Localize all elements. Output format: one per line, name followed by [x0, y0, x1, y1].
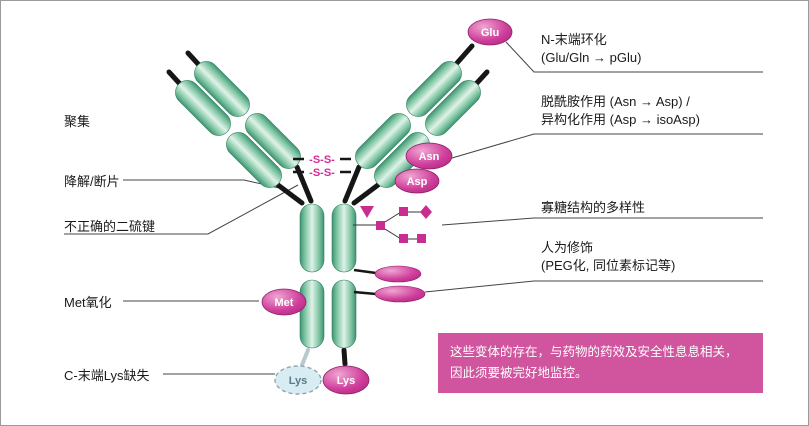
domain-capsule [331, 279, 357, 349]
note-box: 这些变体的存在，与药物的药效及安全性息息相关， 因此须要被完好地监控。 [438, 333, 763, 393]
note-box-line2: 因此须要被完好地监控。 [450, 366, 588, 380]
antibody-domains [175, 61, 481, 349]
domain-capsule [175, 80, 231, 136]
domain-capsule [194, 61, 250, 117]
met-badge [261, 288, 307, 316]
lys-badge [322, 365, 370, 395]
label-cterm-lys-loss: C-末端Lys缺失 [64, 368, 150, 383]
domain-capsule [226, 132, 282, 188]
label-deamidation-line2: 异构化作用 (Asp → isoAsp) [541, 112, 700, 127]
disulfide-stubs [293, 157, 351, 174]
hinge-and-tip-strokes [166, 43, 490, 367]
lost-lys-badge [274, 365, 322, 395]
domain-capsule [331, 203, 357, 273]
glu-badge-label: Glu [481, 27, 499, 39]
glycan-square-icon [417, 234, 426, 243]
label-degradation-fragmentation: 降解/断片 [64, 174, 120, 189]
callout-lines [64, 41, 763, 375]
label-nterm-cyclization: N-末端环化 (Glu/Gln → pGlu) [541, 31, 641, 67]
label-glycan-diversity: 寡糖结构的多样性 [541, 199, 645, 217]
glycan-square-icon [376, 221, 385, 230]
label-artificial-modification-line1: 人为修饰 [541, 240, 594, 255]
label-glycan-diversity-line1: 寡糖结构的多样性 [541, 200, 646, 215]
lost-lys-badge-label: Lys [289, 375, 308, 387]
domain-capsule [406, 61, 462, 117]
label-artificial-modification-line2: (PEG化, 同位素标记等) [541, 258, 676, 273]
domain-capsule [299, 279, 325, 349]
note-box-line1: 这些变体的存在，与药物的药效及安全性息息相关， [450, 345, 738, 359]
peg-ellipse [374, 285, 426, 303]
label-nterm-cyclization-line1: N-末端环化 [541, 32, 607, 47]
lys-badge-label: Lys [337, 375, 356, 387]
glu-badge [467, 18, 513, 46]
domain-capsule [425, 80, 481, 136]
asp-badge [394, 168, 440, 194]
label-deamidation-line1: 脱酰胺作用 (Asn → Asp) / [541, 94, 690, 109]
domain-capsule [355, 113, 411, 169]
glycan-triangle-icon [360, 206, 374, 218]
disulfide-label-top: -S-S- [309, 154, 335, 166]
glycan-square-icon [399, 234, 408, 243]
peg-modifications [353, 265, 426, 303]
asn-badge-label: Asn [419, 151, 440, 163]
domain-capsule [245, 113, 301, 169]
met-badge-label: Met [275, 297, 294, 309]
label-incorrect-disulfide: 不正确的二硫键 [64, 219, 156, 234]
label-aggregation: 聚集 [64, 114, 91, 129]
glycan-diamond-icon [420, 205, 432, 219]
label-artificial-modification: 人为修饰 (PEG化, 同位素标记等) [541, 239, 675, 275]
glycan-square-icon [399, 207, 408, 216]
label-nterm-cyclization-line2: (Glu/Gln → pGlu) [541, 50, 642, 65]
disulfide-label-bottom: -S-S- [309, 167, 335, 179]
label-deamidation-isomerization: 脱酰胺作用 (Asn → Asp) / 异构化作用 (Asp → isoAsp) [541, 93, 700, 129]
asp-badge-label: Asp [407, 176, 428, 188]
residue-badges: Glu Asn Asp Met Lys Lys [261, 18, 513, 395]
lost-lys-stroke [300, 348, 310, 367]
label-met-oxidation: Met氧化 [64, 295, 112, 310]
glycan-structure [353, 205, 432, 243]
peg-ellipse [374, 265, 422, 283]
asn-badge [405, 142, 453, 170]
domain-capsule [299, 203, 325, 273]
